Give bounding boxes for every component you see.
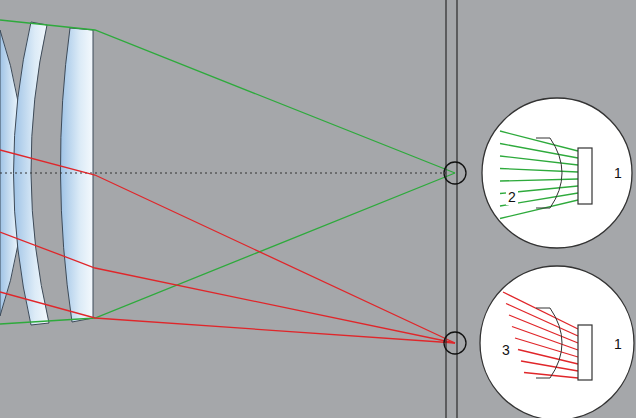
focus-marker xyxy=(444,162,466,184)
callout-number: 3 xyxy=(500,342,512,358)
green-ray xyxy=(500,131,578,151)
green-rays xyxy=(500,131,578,219)
optical-axis xyxy=(0,173,446,174)
microlens-outline xyxy=(536,138,562,208)
green-ray xyxy=(500,169,578,173)
red-rays xyxy=(503,292,578,378)
red-ray xyxy=(503,292,578,329)
red-ray xyxy=(521,361,578,371)
callout-number: 1 xyxy=(612,336,624,352)
image-plane xyxy=(445,0,446,418)
magnified-inset xyxy=(482,98,632,248)
green-ray xyxy=(500,144,578,159)
focus-marker xyxy=(444,332,466,354)
lens-element xyxy=(60,28,93,322)
sensor-pixel xyxy=(578,325,592,380)
callout-number: 2 xyxy=(506,189,518,205)
red-rays xyxy=(0,150,455,343)
red-ray xyxy=(515,338,578,357)
microlens-outline xyxy=(536,308,562,378)
image-plane xyxy=(456,0,457,418)
sensor-pixel xyxy=(578,148,592,204)
green-rays xyxy=(0,20,455,324)
callout-number: 1 xyxy=(612,165,624,181)
green-ray xyxy=(500,179,578,181)
green-ray xyxy=(500,156,578,165)
magnified-inset xyxy=(480,266,634,418)
